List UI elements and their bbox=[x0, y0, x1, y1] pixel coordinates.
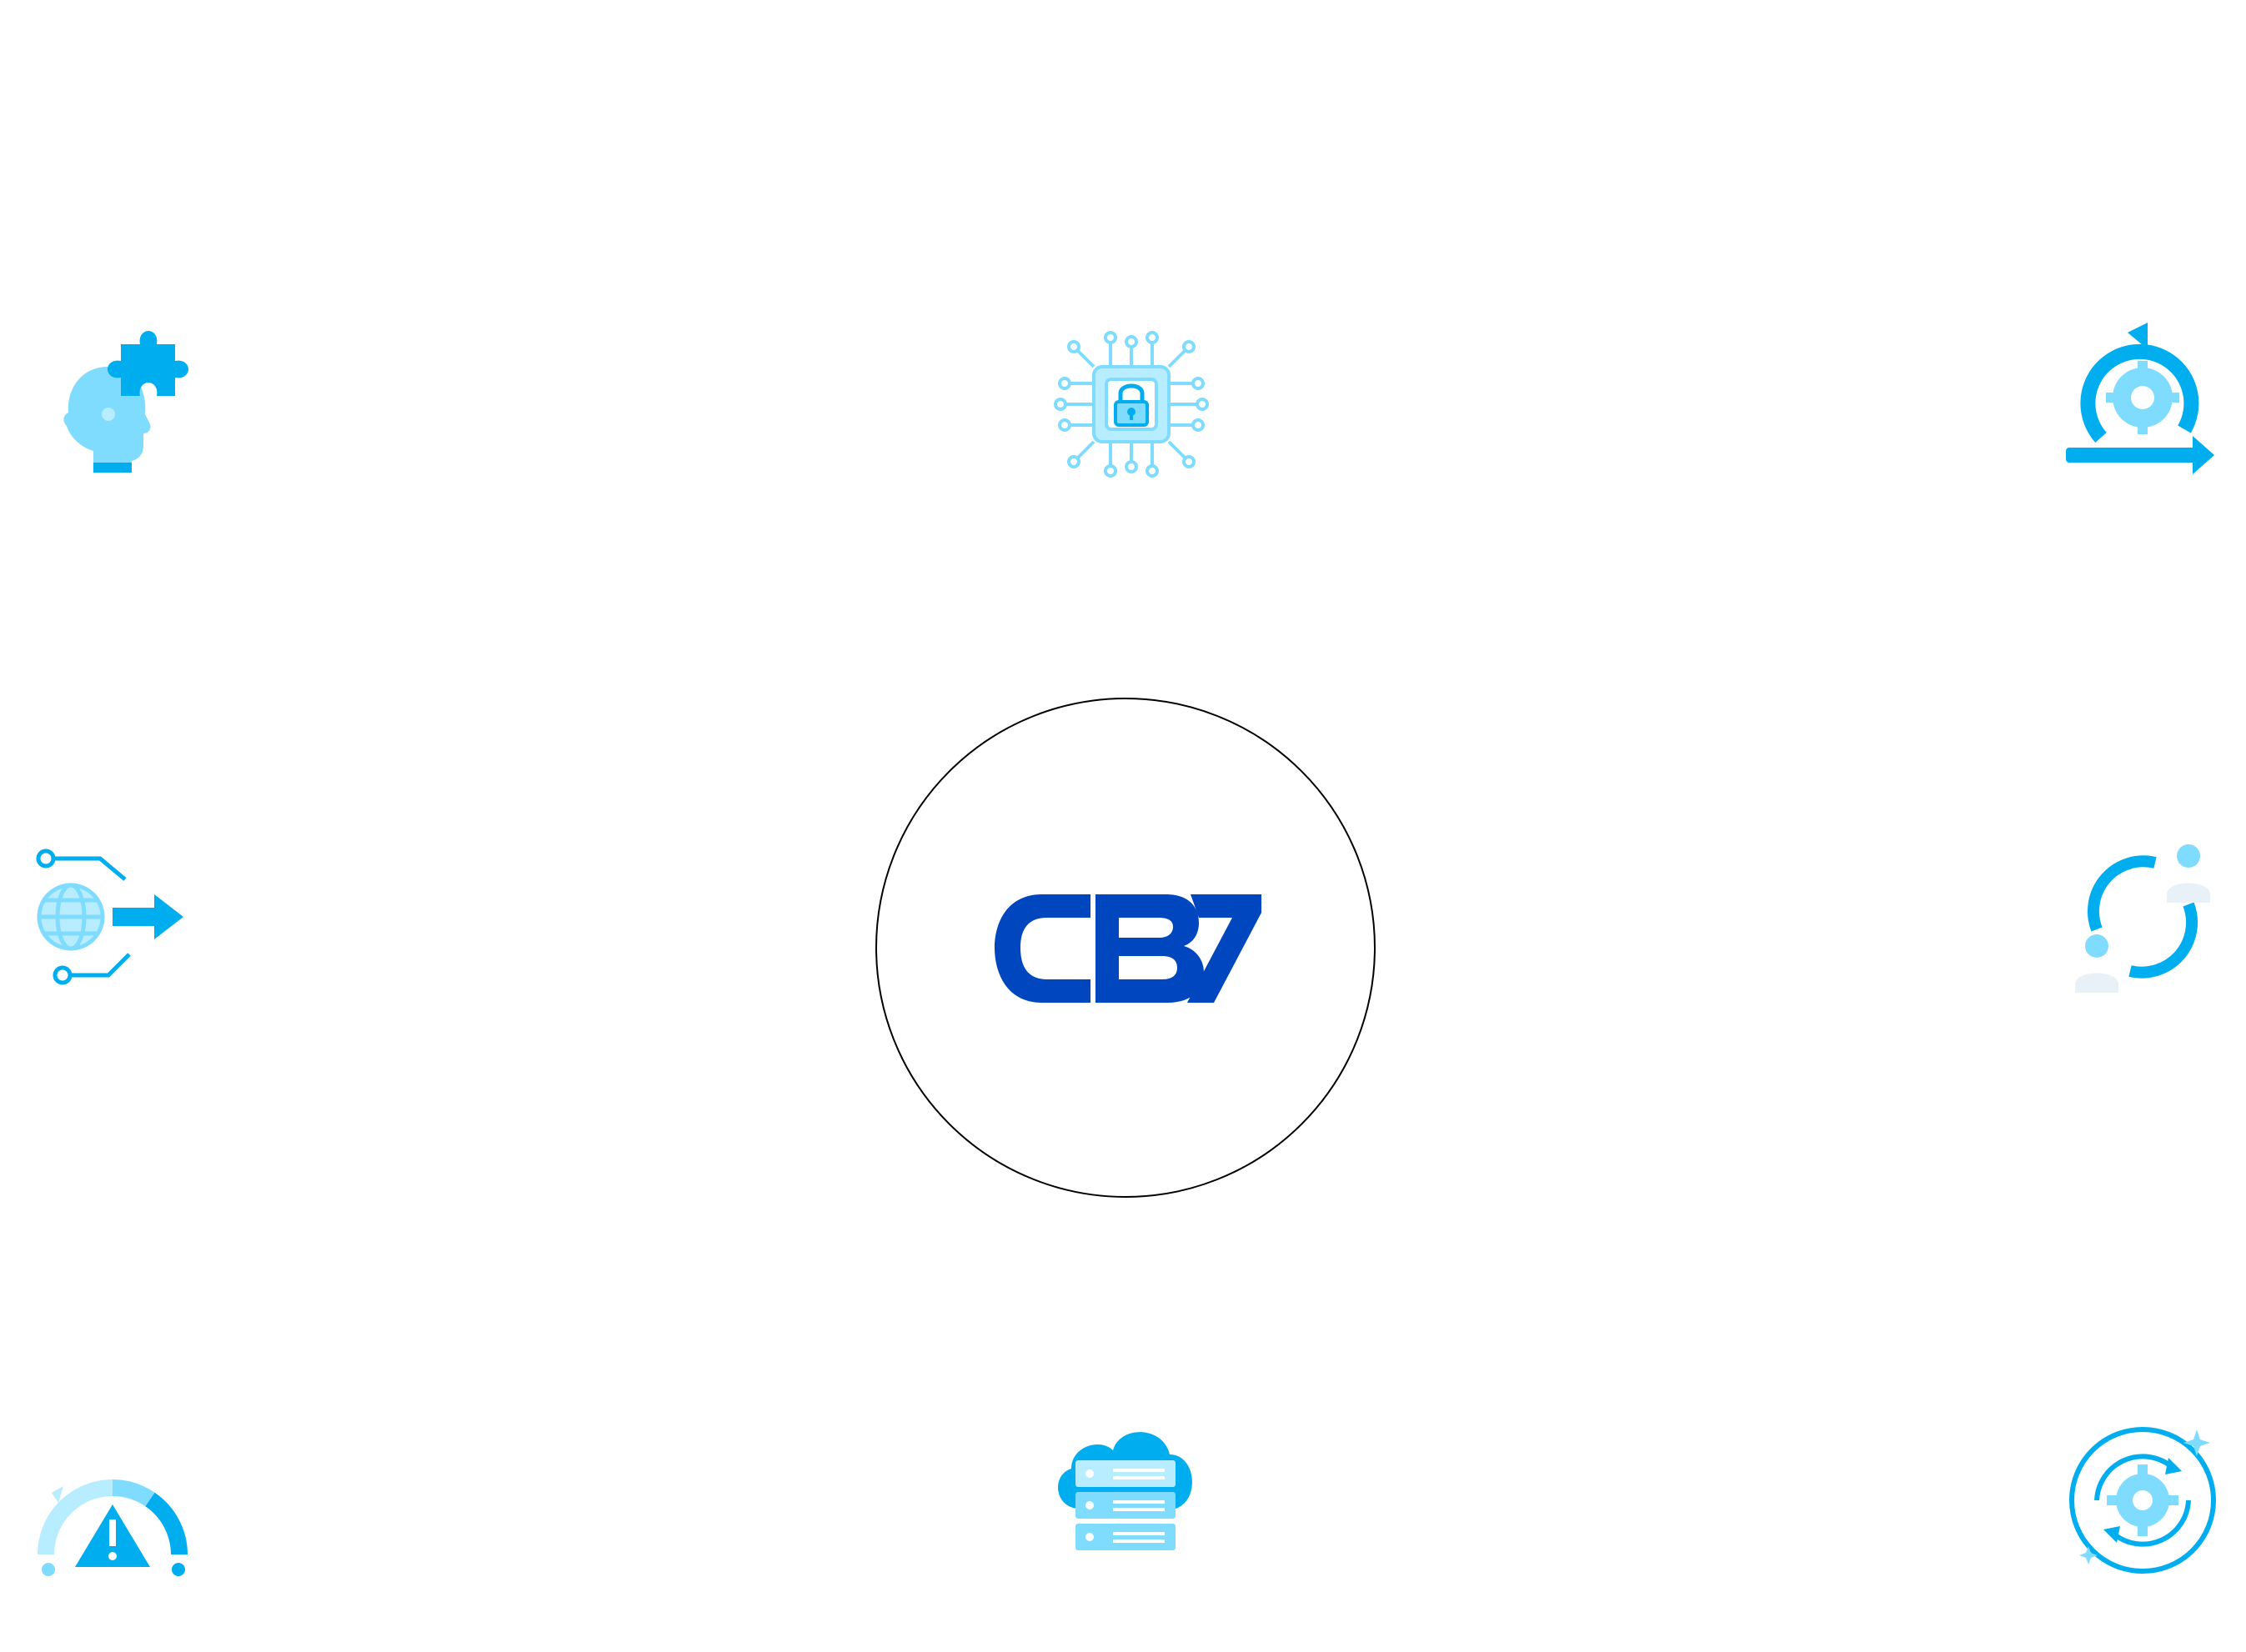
agile-cycle-gear-icon bbox=[2059, 321, 2218, 479]
chip-lock-icon bbox=[1052, 325, 1211, 483]
risk-gauge-icon bbox=[33, 1438, 192, 1596]
head-puzzle-icon bbox=[50, 321, 208, 479]
global-network-arrow-icon bbox=[29, 838, 188, 996]
cloud-server-icon bbox=[1046, 1400, 1205, 1559]
cb7-logo: CB7 bbox=[990, 879, 1266, 1017]
gear-sync-icon bbox=[2063, 1421, 2222, 1579]
user-exchange-icon bbox=[2063, 838, 2222, 996]
